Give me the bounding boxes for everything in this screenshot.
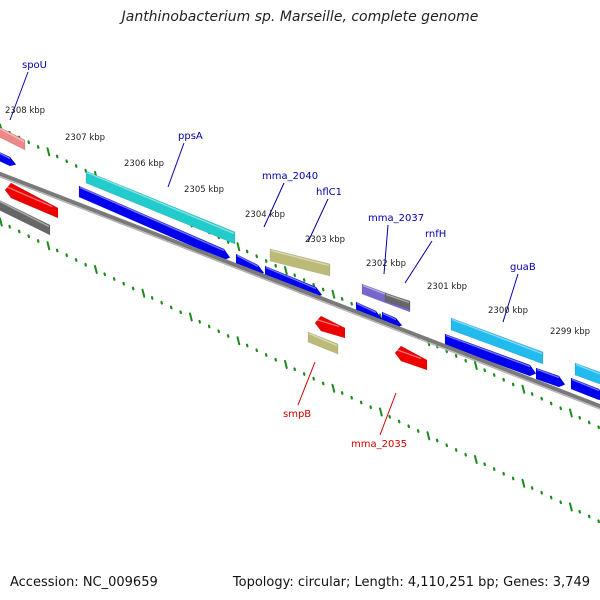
cds-fwd-edge <box>570 377 600 401</box>
feature-guaB <box>450 317 544 365</box>
lower-tick <box>189 312 193 322</box>
kbp-label: 2304 kbp <box>245 210 285 220</box>
cds-fwd-1-shine <box>0 152 11 160</box>
lower-tick <box>141 288 146 298</box>
backbone-highlight <box>0 176 600 410</box>
gene-label-mma_2040: mma_2040 <box>262 171 318 182</box>
cds-fwd-guaB-shine <box>445 334 531 368</box>
leader-rnfH <box>404 240 433 284</box>
cds-rev-mma2035-shine <box>395 348 422 360</box>
feature-grey-2037-shine <box>385 293 410 304</box>
cds-rev-smpB <box>314 315 346 339</box>
leader-mma_2035 <box>379 392 397 436</box>
cds-fwd-2037b-shine <box>382 312 397 321</box>
gene-label-ppsA: ppsA <box>178 131 203 142</box>
feature-edge <box>574 362 600 385</box>
kbp-label: 2301 kbp <box>427 282 467 292</box>
upper-tick <box>521 384 526 394</box>
kbp-label: 2308 kbp <box>5 106 45 116</box>
kbp-label: 2305 kbp <box>184 185 224 195</box>
kbp-label: 2299 kbp <box>550 327 590 337</box>
lower-tick <box>236 336 241 346</box>
gene-label-hflC1: hflC1 <box>316 187 342 198</box>
topology-text: Topology: circular; Length: 4,110,251 bp… <box>232 575 590 590</box>
kbp-label: 2302 kbp <box>366 259 406 269</box>
feature-ppsA-shine <box>86 171 235 235</box>
cds-rev-mma2035 <box>394 345 428 371</box>
backbone <box>0 171 600 410</box>
kbp-label: 2307 kbp <box>65 133 105 143</box>
upper-tick <box>46 147 51 157</box>
cds-fwd-after <box>535 367 566 388</box>
leader-mma_2040 <box>263 182 285 228</box>
gene-label-mma_2035: mma_2035 <box>351 439 407 450</box>
feature-grey-1-shine <box>0 200 50 228</box>
feature-pink <box>0 127 26 151</box>
leader-ppsA <box>167 142 185 188</box>
feature-ppsA <box>85 170 236 245</box>
cds-fwd-guaB <box>444 333 537 377</box>
upper-tick <box>569 408 573 418</box>
kbp-labels: 2308 kbp 2307 kbp 2306 kbp 2305 kbp 2304 kbp… <box>5 106 590 337</box>
cds-rev-smpB-shine <box>315 318 340 328</box>
upper-tick <box>284 266 288 275</box>
lower-tick <box>94 265 98 274</box>
feature-smpB <box>307 331 339 355</box>
feature-edge-shine <box>575 363 600 375</box>
lower-tick <box>474 455 478 464</box>
feature-hflC1-shine <box>270 249 330 267</box>
lower-tick <box>46 241 51 251</box>
lower-tick <box>379 407 383 417</box>
features <box>0 127 600 401</box>
gene-label-spoU: spoU <box>22 60 47 71</box>
cds-fwd-1 <box>0 152 17 167</box>
cds-fwd-mma2040-shine <box>236 254 259 268</box>
upper-tick <box>236 242 241 252</box>
leader-mma_2037 <box>383 224 389 275</box>
feature-grey-2037 <box>384 292 411 310</box>
feature-grey-1 <box>0 200 51 236</box>
upper-tick <box>331 289 336 299</box>
feature-hflC1 <box>269 248 331 277</box>
cds-fwd-after-shine <box>536 368 560 379</box>
cds-fwd-hflC1-shine <box>265 266 317 290</box>
kbp-label: 2303 kbp <box>305 235 345 245</box>
map-title: Janthinobacterium sp. Marseille, complet… <box>121 9 479 25</box>
gene-label-rnfH: rnfH <box>425 229 446 240</box>
lower-tick <box>426 431 431 441</box>
cds-rev-1-shine <box>5 185 53 208</box>
kbp-label: 2300 kbp <box>488 306 528 316</box>
backbone-line <box>0 171 600 409</box>
lower-tick <box>331 383 336 393</box>
gene-label-smpB: smpB <box>283 409 311 420</box>
accession-text: Accession: NC_009659 <box>10 575 158 590</box>
gene-label-guaB: guaB <box>510 262 536 273</box>
cds-fwd-ppsA <box>78 185 231 261</box>
lower-tick <box>284 360 288 369</box>
lower-tick <box>521 478 526 488</box>
kbp-label: 2306 kbp <box>124 159 164 169</box>
cds-fwd-edge-shine <box>571 378 600 392</box>
cds-fwd-ppsA-shine <box>79 186 225 252</box>
leader-guaB <box>502 273 519 323</box>
lower-tick <box>569 502 573 512</box>
cds-rev-1 <box>4 182 59 219</box>
label-leader-lines <box>9 71 519 436</box>
gene-label-mma_2037: mma_2037 <box>368 213 424 224</box>
feature-pink-shine <box>0 127 25 143</box>
feature-guaB-shine <box>451 318 543 355</box>
leader-spoU <box>9 71 29 121</box>
upper-tick <box>474 361 478 370</box>
cds-fwd-2037a-shine <box>356 302 377 314</box>
leader-hflC1 <box>307 198 329 243</box>
feature-smpB-shine <box>308 332 338 347</box>
leader-smpB <box>297 361 316 406</box>
lower-tick <box>0 217 3 227</box>
